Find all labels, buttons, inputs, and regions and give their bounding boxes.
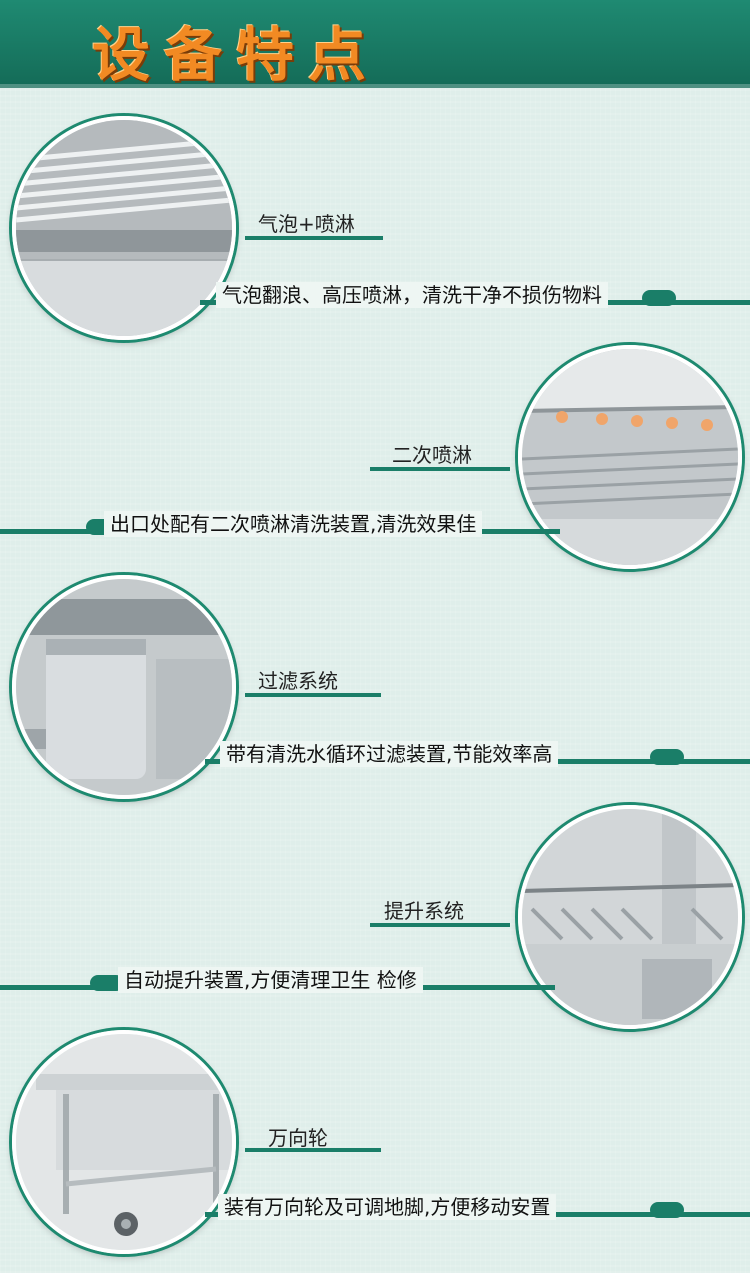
page-title: 设备特点 xyxy=(92,21,381,89)
feature-title-1: 气泡+喷淋 xyxy=(258,212,355,236)
feature-photo-filter-system xyxy=(12,575,236,799)
feature-desc-3: 带有清洗水循环过滤装置,节能效率高 xyxy=(220,741,559,767)
feature-photo-universal-wheel xyxy=(12,1030,236,1254)
feature-photo-lifting-system xyxy=(518,805,742,1029)
band-end-cap xyxy=(650,749,684,765)
feature-photo-secondary-spray xyxy=(518,345,742,569)
feature-title-2: 二次喷淋 xyxy=(392,443,472,467)
feature-photo-bubble-spray xyxy=(12,116,236,340)
feature-title-underline-5 xyxy=(245,1148,381,1152)
feature-title-underline-1 xyxy=(245,236,383,240)
feature-title-underline-2 xyxy=(370,467,510,471)
header-banner: 设备特点 xyxy=(0,0,750,89)
feature-desc-2: 出口处配有二次喷淋清洗装置,清洗效果佳 xyxy=(104,511,483,537)
feature-title-5: 万向轮 xyxy=(268,1126,328,1150)
feature-section-3: 过滤系统 带有清洗水循环过滤装置,节能效率高 xyxy=(0,575,750,805)
feature-section-1: 气泡+喷淋 气泡翻浪、高压喷淋，清洗干净不损伤物料 xyxy=(0,110,750,340)
feature-section-2: 二次喷淋 出口处配有二次喷淋清洗装置,清洗效果佳 xyxy=(0,345,750,575)
band-start-cap xyxy=(90,975,124,991)
band-end-cap xyxy=(650,1202,684,1218)
feature-desc-1: 气泡翻浪、高压喷淋，清洗干净不损伤物料 xyxy=(216,282,608,308)
feature-section-5: 万向轮 装有万向轮及可调地脚,方便移动安置 xyxy=(0,1030,750,1273)
feature-desc-4: 自动提升装置,方便清理卫生 检修 xyxy=(118,967,423,993)
feature-section-4: 提升系统 自动提升装置,方便清理卫生 检修 xyxy=(0,805,750,1035)
feature-title-4: 提升系统 xyxy=(384,899,464,923)
band-end-cap xyxy=(642,290,676,306)
feature-title-underline-3 xyxy=(245,693,381,697)
feature-title-underline-4 xyxy=(370,923,510,927)
feature-title-3: 过滤系统 xyxy=(258,669,338,693)
feature-desc-5: 装有万向轮及可调地脚,方便移动安置 xyxy=(218,1194,557,1220)
